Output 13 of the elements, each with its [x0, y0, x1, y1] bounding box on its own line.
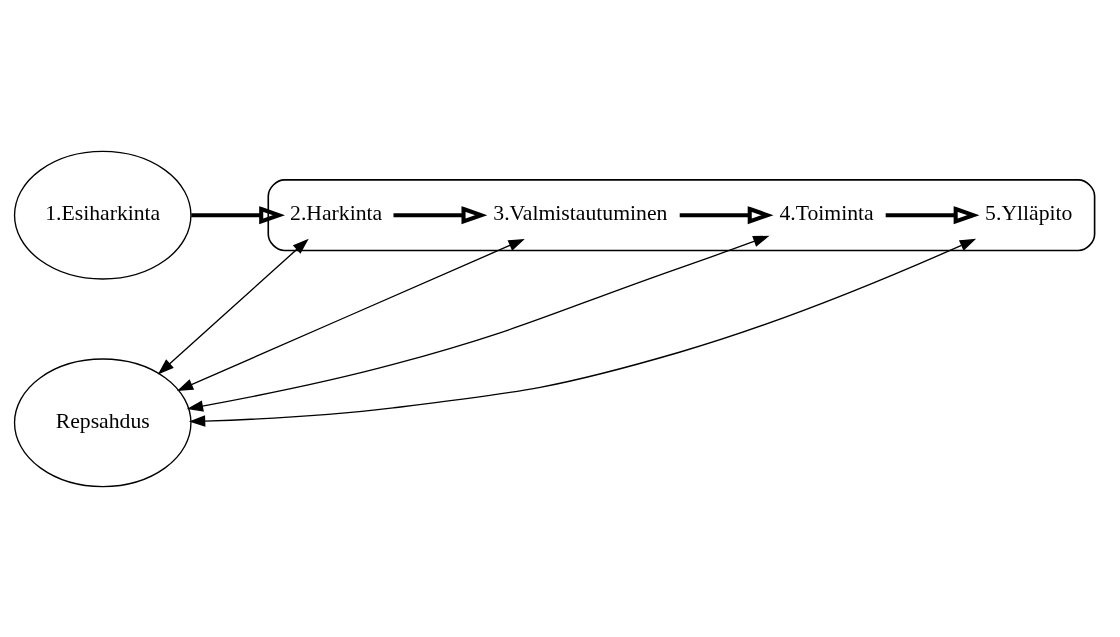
- arrow: [157, 238, 309, 374]
- arrow: [393, 205, 488, 224]
- arrow: [186, 235, 770, 412]
- arrow: [885, 205, 980, 224]
- arrow: [679, 205, 774, 224]
- arrow: [191, 205, 285, 224]
- node-text: 3.Valmistautuminen: [493, 200, 668, 225]
- node-text: 5.Ylläpito: [985, 200, 1073, 225]
- node-text: 2.Harkinta: [290, 200, 383, 225]
- node-ellipse: 1.Esiharkinta: [13, 150, 192, 280]
- arrow: [176, 238, 525, 391]
- node-text: 4.Toiminta: [779, 200, 874, 225]
- arrow: [188, 238, 977, 427]
